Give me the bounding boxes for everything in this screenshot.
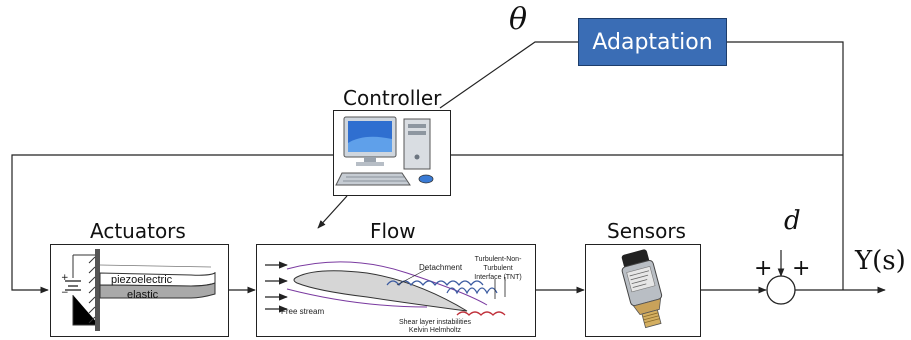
flow-title: Flow [370, 219, 416, 243]
disturbance-symbol: d [784, 206, 801, 236]
adaptation-to-theta-line [439, 41, 578, 109]
pressure-sensor-icon [621, 249, 663, 329]
controller-block[interactable] [333, 110, 451, 196]
tnt-label: Turbulent-Non- Turbulent Interface (TNT) [474, 256, 522, 281]
adaptation-block[interactable]: Adaptation [578, 18, 727, 66]
actuators-block[interactable]: piezoelectric elastic + − [50, 244, 229, 337]
piezoelectric-label: piezoelectric [111, 274, 173, 286]
actuators-title: Actuators [90, 219, 186, 243]
battery-minus-label: − [61, 288, 69, 298]
elastic-label: elastic [127, 289, 159, 301]
summing-junction [766, 275, 796, 305]
piezo-actuator-icon [65, 249, 216, 331]
computer-icon [335, 116, 434, 186]
controller-to-flow-arrow [317, 195, 348, 229]
sensors-block[interactable] [585, 244, 701, 337]
theta-symbol: θ [509, 2, 528, 37]
plus-right-sign: + [792, 256, 811, 281]
adaptation-label: Adaptation [592, 30, 713, 55]
plus-left-sign: + [754, 256, 773, 281]
flow-block[interactable]: Detachment Turbulent-Non- Turbulent Inte… [256, 244, 536, 337]
adaptation-feedback-line [727, 41, 844, 290]
controller-title: Controller [343, 86, 442, 110]
free-stream-label: Free stream [281, 307, 325, 316]
detachment-label: Detachment [419, 263, 463, 272]
airfoil-flow-icon [265, 261, 506, 316]
output-symbol: Y(s) [855, 246, 906, 276]
sensors-title: Sensors [607, 219, 686, 243]
shear-layer-label: Shear layer instabilities Kelvin Helmhol… [399, 319, 471, 334]
battery-plus-label: + [61, 273, 69, 283]
